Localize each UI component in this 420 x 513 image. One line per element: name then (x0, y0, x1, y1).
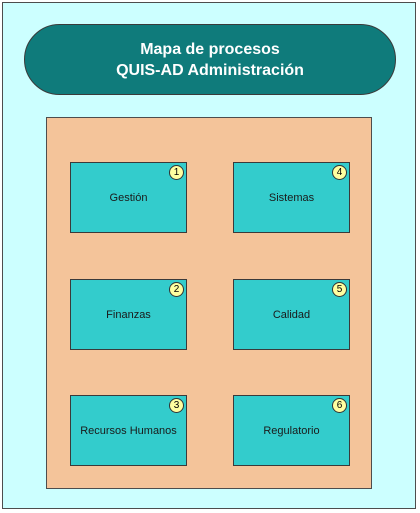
process-box-finanzas[interactable]: Finanzas 2 (70, 279, 187, 350)
process-box-sistemas[interactable]: Sistemas 4 (233, 162, 350, 233)
process-label: Sistemas (268, 191, 315, 204)
title-line-2: QUIS-AD Administración (116, 61, 304, 79)
process-label: Gestión (109, 191, 148, 204)
process-label: Recursos Humanos (80, 424, 177, 437)
title-banner: Mapa de procesos QUIS-AD Administración (24, 24, 396, 95)
process-number-badge: 4 (332, 165, 347, 180)
process-box-calidad[interactable]: Calidad 5 (233, 279, 350, 350)
process-number-badge: 1 (169, 165, 184, 180)
process-number-badge: 2 (169, 282, 184, 297)
process-label: Finanzas (106, 308, 151, 321)
process-box-recursos-humanos[interactable]: Recursos Humanos 3 (70, 395, 187, 466)
process-number-badge: 3 (169, 398, 184, 413)
process-label: Regulatorio (263, 424, 320, 437)
process-label: Calidad (272, 308, 311, 321)
process-number-badge: 5 (332, 282, 347, 297)
process-box-regulatorio[interactable]: Regulatorio 6 (233, 395, 350, 466)
title-line-1: Mapa de procesos (140, 40, 280, 58)
process-number-badge: 6 (332, 398, 347, 413)
process-box-gestion[interactable]: Gestión 1 (70, 162, 187, 233)
